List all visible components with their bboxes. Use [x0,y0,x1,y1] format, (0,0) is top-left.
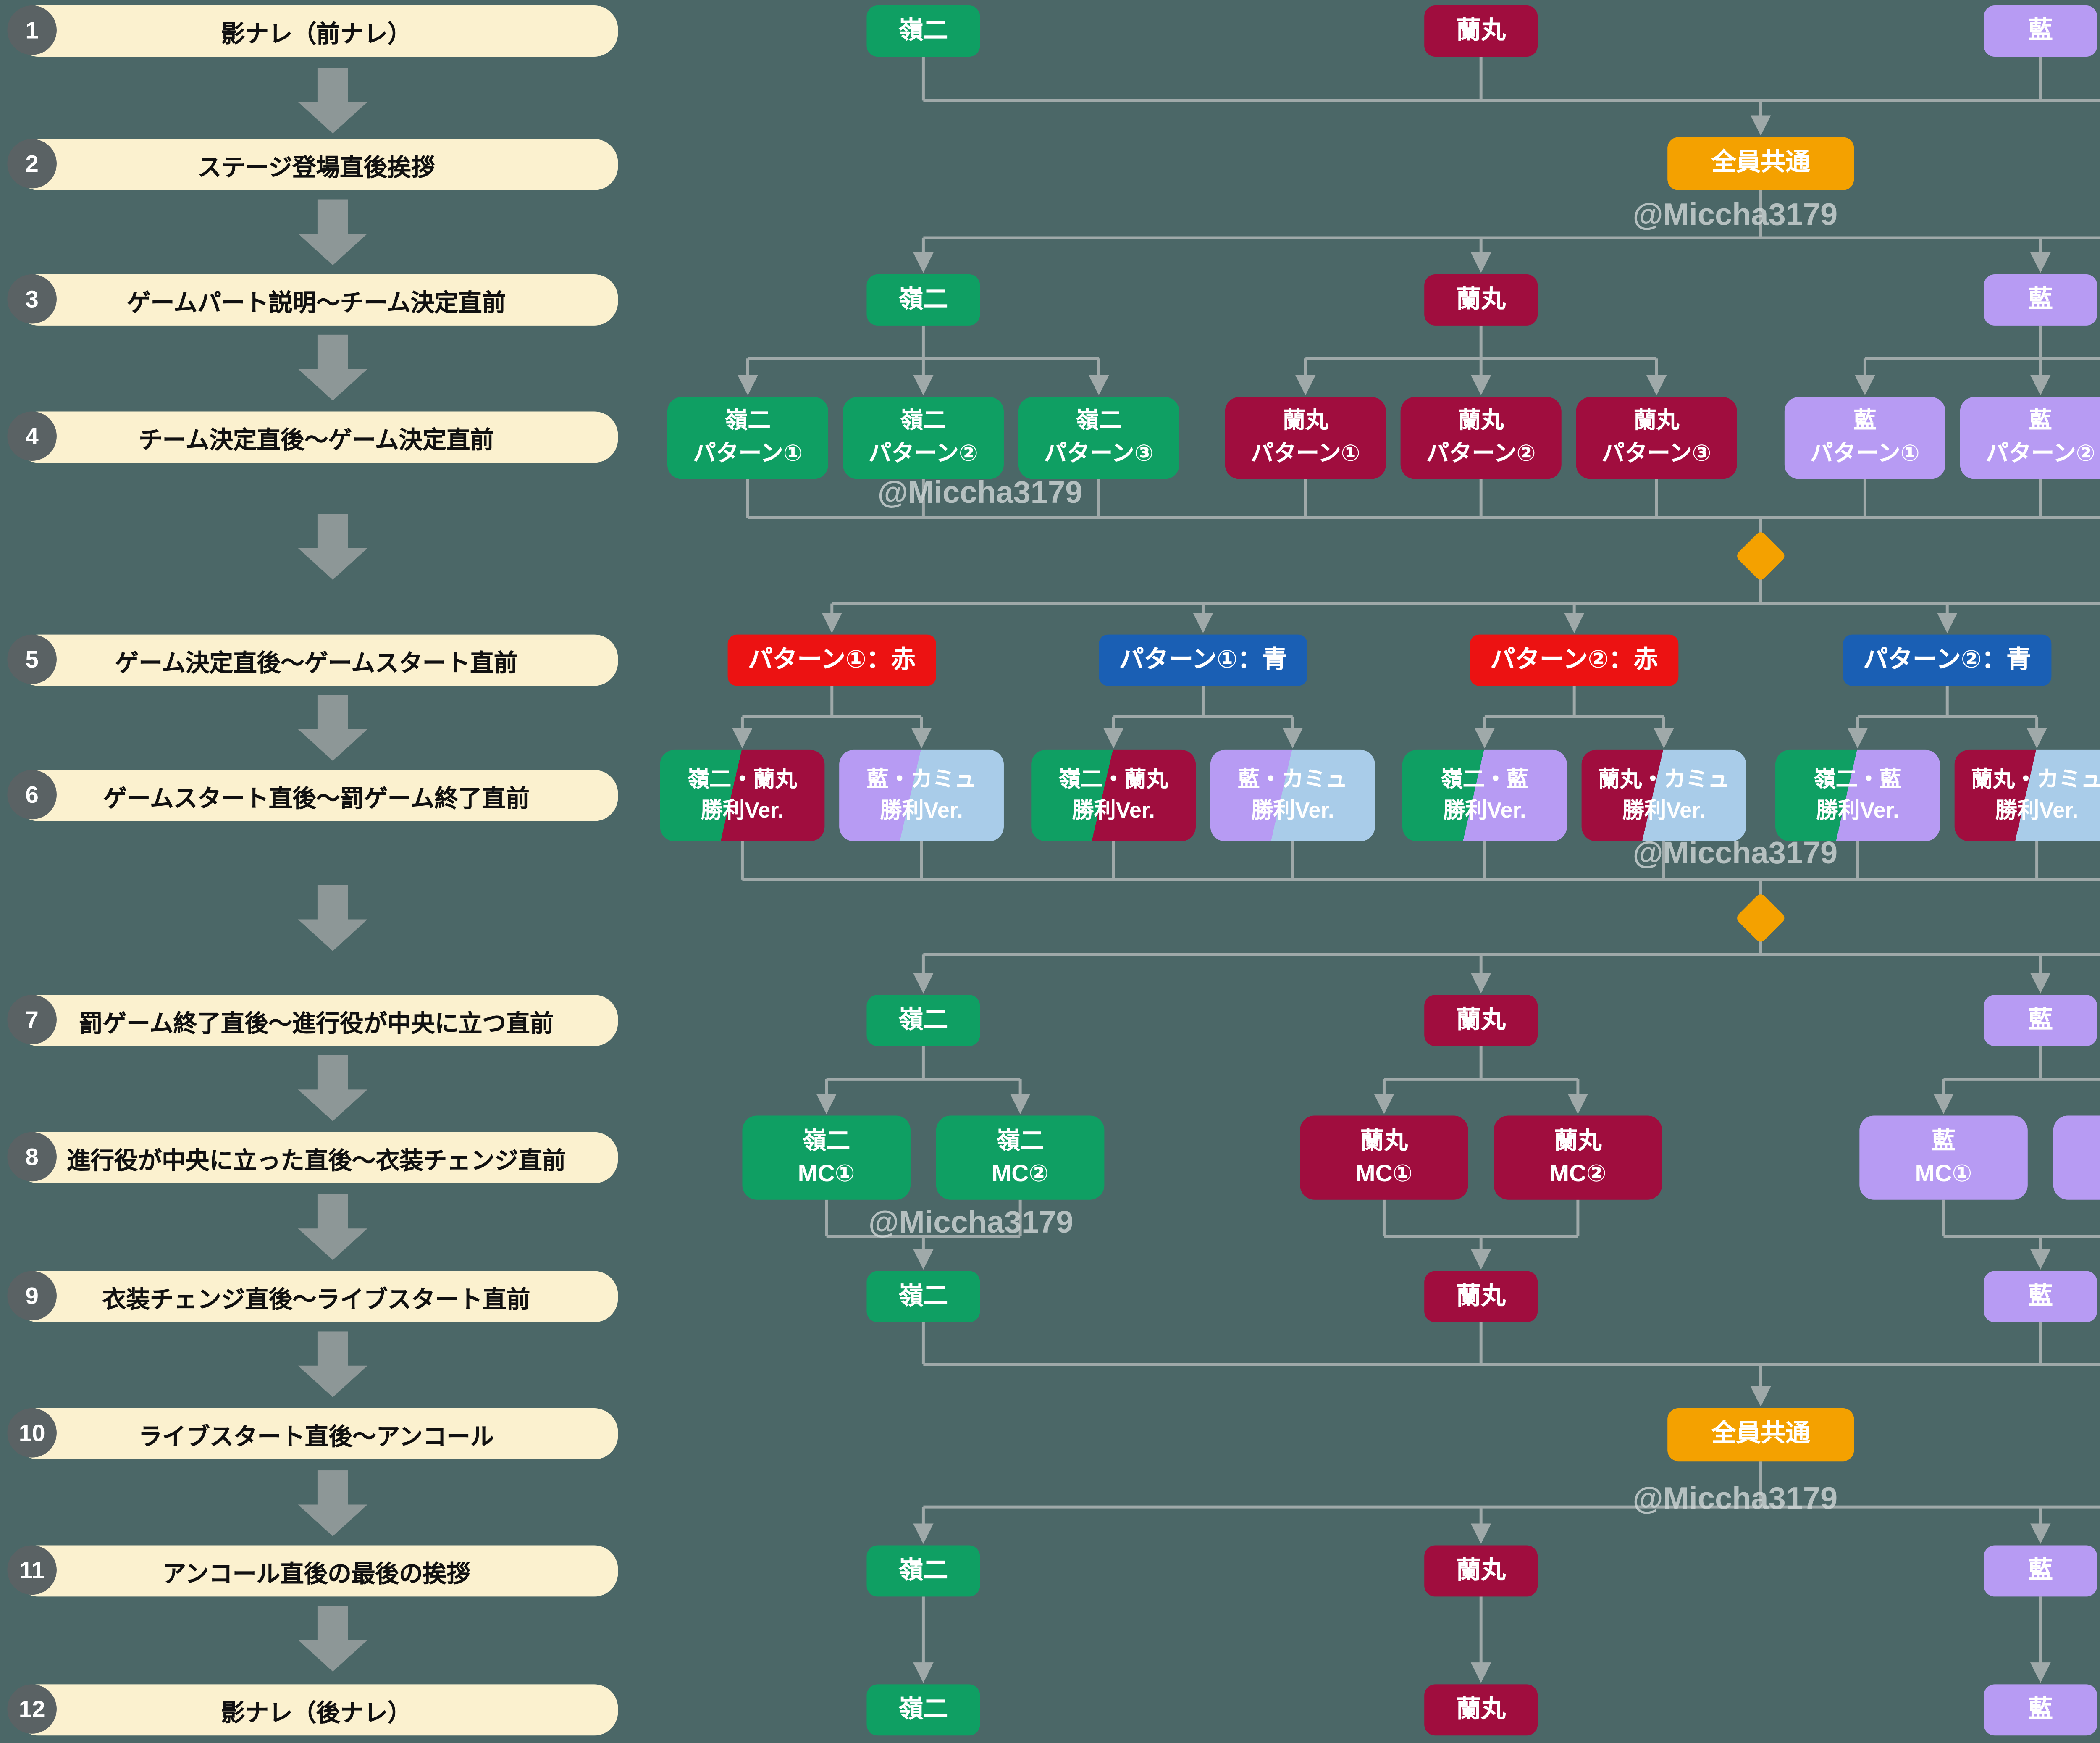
reiji-box: 嶺二 [866,1545,980,1597]
all-members-box: 全員共通 [1667,1408,1854,1462]
step-2-label: ステージ登場直後挨拶 [197,152,435,180]
color-pattern-box: パターン②：赤 [1470,634,1679,686]
step-11: 11 アンコール直後の最後の挨拶 [7,1545,618,1597]
victory-version-box: 嶺二・藍 勝利Ver. [1775,749,1940,841]
pattern-box: 嶺二 パターン① [667,397,829,479]
victory-version-box: 藍・カミュ 勝利Ver. [1210,749,1375,841]
step-8-label: 進行役が中央に立った直後〜衣装チェンジ直前 [66,1146,566,1173]
ranmaru-box: 蘭丸 [1424,1271,1538,1322]
reiji-box: 嶺二 [866,5,980,57]
step-12: 12 影ナレ（後ナレ） [7,1684,618,1736]
mc-box: 嶺二 MC① [742,1115,911,1200]
victory-version-box: 嶺二・蘭丸 勝利Ver. [1031,749,1196,841]
ranmaru-box: 蘭丸 [1424,1545,1538,1597]
step-9: 9 衣装チェンジ直後〜ライブスタート直前 [7,1271,618,1322]
pattern-box: 藍 パターン② [1960,397,2100,479]
step-1-number: 1 [7,5,57,55]
ai-box: 藍 [1984,995,2097,1046]
victory-version-box: 蘭丸・カミュ 勝利Ver. [1581,749,1746,841]
step-10-number: 10 [7,1408,57,1458]
step-7: 7 罰ゲーム終了直後〜進行役が中央に立つ直前 [7,995,618,1046]
reiji-box: 嶺二 [866,1271,980,1322]
pattern-box: 蘭丸 パターン② [1400,397,1562,479]
reiji-box: 嶺二 [866,1684,980,1736]
step-5: 5 ゲーム決定直後〜ゲームスタート直前 [7,634,618,686]
mc-box: 嶺二 MC② [936,1115,1105,1200]
step-3-number: 3 [7,274,57,324]
step-3: 3 ゲームパート説明〜チーム決定直前 [7,274,618,326]
step-9-label: 衣装チェンジ直後〜ライブスタート直前 [102,1285,530,1312]
step-1-label: 影ナレ（前ナレ） [221,19,412,47]
step-4-number: 4 [7,411,57,461]
ranmaru-box: 蘭丸 [1424,1684,1538,1736]
victory-version-box: 嶺二・蘭丸 勝利Ver. [660,749,825,841]
step-4: 4 チーム決定直後〜ゲーム決定直前 [7,411,618,463]
step-6-number: 6 [7,770,57,820]
step-11-number: 11 [7,1545,57,1595]
ai-box: 藍 [1984,1684,2097,1736]
step-10-label: ライブスタート直後〜アンコール [138,1422,494,1449]
ranmaru-box: 蘭丸 [1424,995,1538,1046]
step-6-label: ゲームスタート直後〜罰ゲーム終了直前 [103,783,530,811]
ai-box: 藍 [1984,1271,2097,1322]
color-pattern-box: パターン①：赤 [727,634,936,686]
step-5-label: ゲーム決定直後〜ゲームスタート直前 [115,648,518,676]
mc-box: 藍 MC① [1859,1115,2028,1200]
pattern-box: 嶺二 パターン③ [1018,397,1179,479]
step-8: 8 進行役が中央に立った直後〜衣装チェンジ直前 [7,1132,618,1183]
step-1: 1 影ナレ（前ナレ） [7,5,618,57]
victory-version-box: 嶺二・藍 勝利Ver. [1402,749,1567,841]
step-12-number: 12 [7,1684,57,1734]
step-4-label: チーム決定直後〜ゲーム決定直前 [139,425,494,453]
ai-box: 藍 [1984,274,2097,326]
step-5-number: 5 [7,634,57,684]
victory-version-box: 藍・カミュ 勝利Ver. [839,749,1004,841]
watermark: @Miccha3179 [877,475,1083,510]
color-pattern-box: パターン①：青 [1099,634,1307,686]
pattern-box: 嶺二 パターン② [843,397,1004,479]
step-2-number: 2 [7,139,57,189]
step-9-number: 9 [7,1271,57,1321]
mc-box: 蘭丸 MC② [1494,1115,1662,1200]
reiji-box: 嶺二 [866,274,980,326]
victory-version-box: 蘭丸・カミュ 勝利Ver. [1954,749,2100,841]
watermark: @Miccha3179 [1633,836,1838,871]
reiji-box: 嶺二 [866,995,980,1046]
all-members-box: 全員共通 [1667,137,1854,190]
step-12-label: 影ナレ（後ナレ） [221,1698,412,1726]
step-3-label: ゲームパート説明〜チーム決定直前 [127,288,506,315]
ai-box: 藍 [1984,1545,2097,1597]
step-11-label: アンコール直後の最後の挨拶 [162,1559,470,1587]
color-pattern-box: パターン②：青 [1843,634,2052,686]
ranmaru-box: 蘭丸 [1424,274,1538,326]
watermark: @Miccha3179 [1633,1481,1838,1516]
step-7-label: 罰ゲーム終了直後〜進行役が中央に立つ直前 [79,1008,554,1036]
mc-box: 蘭丸 MC① [1300,1115,1468,1200]
step-2: 2 ステージ登場直後挨拶 [7,139,618,190]
step-10: 10 ライブスタート直後〜アンコール [7,1408,618,1459]
watermark: @Miccha3179 [1633,197,1838,232]
pattern-box: 蘭丸 パターン③ [1576,397,1737,479]
pattern-box: 藍 パターン① [1784,397,1945,479]
step-6: 6 ゲームスタート直後〜罰ゲーム終了直前 [7,770,618,821]
mc-box: 藍 MC② [2053,1115,2100,1200]
step-7-number: 7 [7,995,57,1044]
pattern-box: 蘭丸 パターン① [1225,397,1386,479]
ranmaru-box: 蘭丸 [1424,5,1538,57]
ai-box: 藍 [1984,5,2097,57]
step-8-number: 8 [7,1132,57,1182]
watermark: @Miccha3179 [868,1205,1074,1240]
